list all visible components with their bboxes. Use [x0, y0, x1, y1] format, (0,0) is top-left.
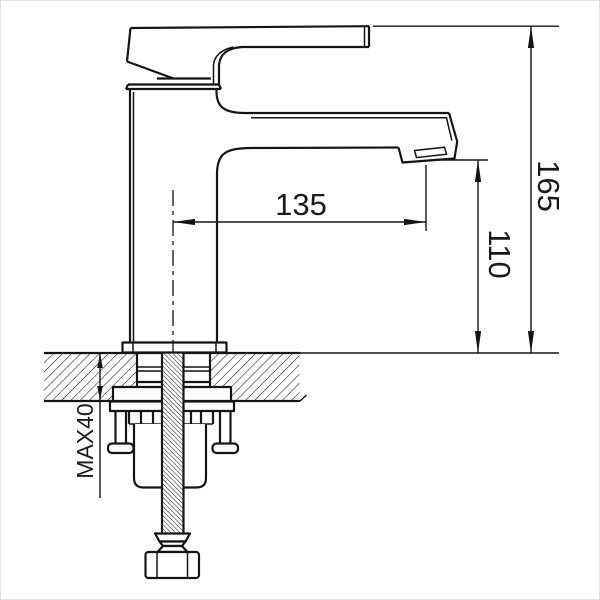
threaded-rod-edges	[160, 353, 185, 534]
fixing-nut-chamfers	[156, 552, 189, 578]
aerator-outline	[397, 141, 459, 164]
handle-underside-slope	[126, 60, 174, 80]
dimension-165: 165	[373, 25, 566, 353]
faucet-spout	[215, 89, 459, 174]
spout-tip-face	[447, 112, 459, 142]
rod-collar-top	[153, 532, 192, 543]
countertop-hatch-right	[210, 354, 300, 400]
spout-top-edge	[215, 89, 449, 115]
arrowhead-110-bottom	[474, 331, 482, 353]
arrowhead-max40-bottom	[97, 386, 103, 401]
arrowhead-135-left	[173, 218, 195, 226]
aerator-screen	[413, 146, 448, 159]
threaded-rod-thread	[162, 353, 184, 534]
dimension-label-165: 165	[531, 160, 566, 212]
lever-neck-outer	[217, 45, 243, 85]
arrowhead-max40-top	[97, 353, 103, 368]
bracket-slots	[127, 411, 215, 424]
stud-foot-right	[211, 442, 240, 455]
countertop-section	[44, 351, 559, 403]
fixing-nut	[144, 550, 201, 580]
dimension-110: 110	[434, 159, 517, 353]
dimension-135: 135	[173, 165, 427, 231]
base-flange-notches	[132, 342, 217, 353]
base-flange	[121, 341, 228, 354]
dimension-label-110: 110	[482, 229, 517, 278]
faucet-handle	[125, 25, 371, 85]
faucet-body	[121, 83, 228, 354]
arrowhead-165-top	[527, 26, 535, 48]
spout-underside	[215, 146, 399, 174]
spout-top-inner-line	[251, 117, 453, 141]
arrowhead-165-bottom	[527, 331, 535, 353]
countertop-break-mark	[299, 394, 308, 402]
handle-front-edge	[125, 27, 132, 62]
body-cap	[124, 83, 223, 91]
lever-neck-inner	[212, 46, 234, 85]
lever-top-edge	[130, 25, 370, 30]
dimension-label-135: 135	[275, 187, 327, 222]
threaded-rod	[160, 353, 185, 534]
arrowhead-110-top	[474, 160, 482, 182]
arrowhead-135-right	[404, 218, 426, 226]
dimension-max40: MAX40	[72, 353, 103, 498]
mounting-stud-right	[218, 411, 232, 444]
mounting-hardware	[106, 353, 240, 580]
dimension-label-max40: MAX40	[72, 403, 98, 478]
stud-foot-left	[106, 442, 135, 455]
mounting-stud-left	[114, 411, 128, 444]
